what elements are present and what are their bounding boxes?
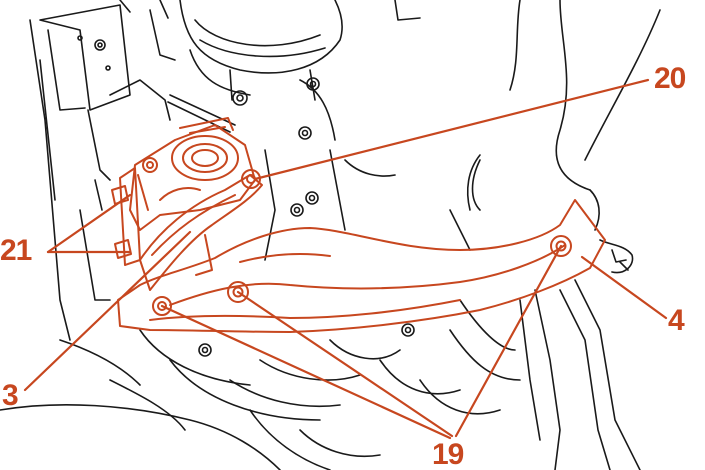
leader-lines xyxy=(23,78,668,440)
highlighted-parts xyxy=(23,78,668,440)
callout-21: 21 xyxy=(0,234,32,267)
callout-3: 3 xyxy=(2,379,19,412)
background-linework xyxy=(0,0,661,470)
knuckle-bracket xyxy=(111,167,141,266)
knuckle-hub xyxy=(129,117,256,231)
lower-control-arm xyxy=(117,199,606,333)
callout-19: 19 xyxy=(432,438,464,470)
upper-arm xyxy=(139,169,263,291)
callout-4: 4 xyxy=(668,304,685,337)
callout-20: 20 xyxy=(654,62,686,95)
